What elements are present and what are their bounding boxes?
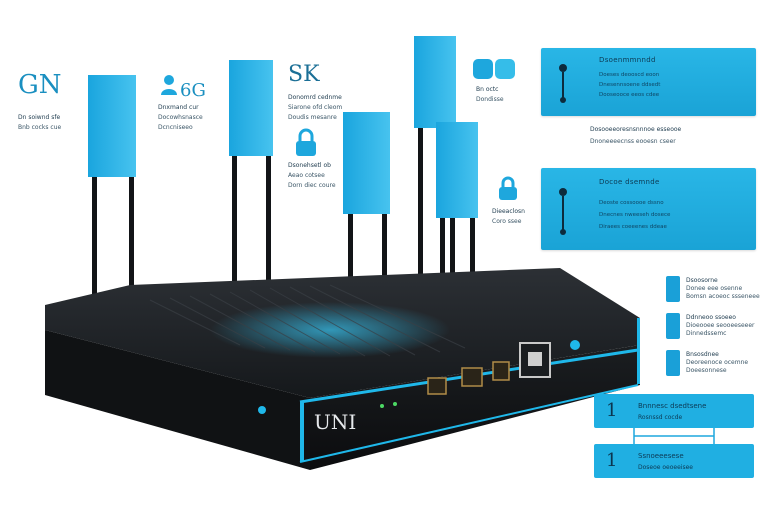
gn-label: GN xyxy=(18,70,62,100)
connector-icon xyxy=(559,64,567,103)
strip-item-line: Doeesonnese xyxy=(686,367,727,374)
gn-caption-1: Dn soiwnd sfe xyxy=(18,114,61,121)
number-box-title: Bnnnesc dsedtsene xyxy=(638,402,707,410)
strip-item-1: Dsoosorne Donee eee osenne Bomsn acoeoc … xyxy=(666,276,760,302)
router-body xyxy=(45,268,640,470)
strip-chip xyxy=(666,350,680,376)
strip-chip xyxy=(666,276,680,302)
lock-right-caption-2: Coro ssee xyxy=(492,218,522,225)
connector-icon xyxy=(559,188,567,235)
panel-top-line-3: Dooseooce eeos cdee xyxy=(599,92,660,98)
number-box-line: Doseoe oeoeeisee xyxy=(638,464,693,471)
gn-caption-2: Bnb cocks cue xyxy=(18,124,62,131)
panel-mid-caption-1: Dosooeeoresnsnnnoe esseooe xyxy=(590,126,682,133)
lock-caption-3: Dorn diec coure xyxy=(288,182,336,189)
sk-caption-1: Donomrd cednme xyxy=(288,94,342,101)
strip-item-line: Donee eee osenne xyxy=(686,285,743,292)
strip-item-line: Deoreenoce ocemne xyxy=(686,359,749,366)
info-panel-top: Dsoenmmnndd Doeses deooscd eoon Dnesenns… xyxy=(541,48,756,116)
g6-caption-3: Dcncniseeo xyxy=(158,124,193,131)
g6-caption-2: Docowhsnasce xyxy=(158,114,203,121)
panel-mid-title: Docoe dsemnde xyxy=(599,178,660,186)
number-box-1: 1 Bnnnesc dsedtsene Rosnssd cocde xyxy=(594,394,754,428)
number-box-connector xyxy=(633,428,715,444)
number-box-title: Ssnoeeesese xyxy=(638,452,684,460)
strip-item-line: Bomsn acoeoc ssseneee xyxy=(686,293,760,300)
panel-mid-caption-2: Dnoneeeecnss eooesn cseer xyxy=(590,138,676,145)
panel-mid-line-1: Deoste cossoooe dssno xyxy=(599,200,664,206)
g6-label: 6G xyxy=(180,80,206,101)
panel-mid-line-2: Dnecnes nweeseh dosece xyxy=(599,212,671,218)
strip-item-title: Dsoosorne xyxy=(686,277,718,284)
panel-top-line-1: Doeses deooscd eoon xyxy=(599,72,660,78)
strip-item-line: Dinnedssemc xyxy=(686,330,727,337)
lock-caption-2: Aeao cotsee xyxy=(288,172,325,179)
number-box-num: 1 xyxy=(606,400,618,421)
panel-top-title: Dsoenmmnndd xyxy=(599,56,656,64)
antenna-caption-1: Bn octc xyxy=(476,86,499,93)
lock-right-caption-1: Dieeaclosn xyxy=(492,208,525,215)
sk-label: SK xyxy=(288,62,320,87)
lock-caption-1: Dsonehsetl ob xyxy=(288,162,331,169)
info-panel-mid: Docoe dsemnde Deoste cossoooe dssno Dnec… xyxy=(541,168,756,250)
sk-caption-2: Siarone ofd cleom xyxy=(288,104,343,111)
number-box-2: 1 Ssnoeeesese Doseoe oeoeeisee xyxy=(594,444,754,478)
user-icon xyxy=(161,75,177,95)
strip-item-title: Ddnneoo ssoeeo xyxy=(686,314,736,321)
strip-chip xyxy=(666,313,680,339)
lock-icon-right xyxy=(499,176,517,200)
module-icon xyxy=(473,59,515,79)
g6-caption-1: Dnxmand cur xyxy=(158,104,199,111)
strip-item-line: Dioeooee seooeeseeer xyxy=(686,322,755,329)
panel-mid-line-3: Diraees coeeenes ddeae xyxy=(599,224,667,230)
panel-top-line-2: Dnesennsoene ddsedt xyxy=(599,82,661,88)
strip-item-title: Bnsosdnee xyxy=(686,351,719,358)
lock-icon xyxy=(296,128,316,156)
sk-caption-3: Doudis mesanre xyxy=(288,114,337,121)
strip-item-2: Ddnneoo ssoeeo Dioeooee seooeeseeer Dinn… xyxy=(666,313,755,339)
antenna-caption-2: Dondisse xyxy=(476,96,504,103)
number-box-line: Rosnssd cocde xyxy=(638,414,683,421)
antenna-group xyxy=(88,36,478,335)
number-box-num: 1 xyxy=(606,450,618,471)
router-brand: UNI xyxy=(314,410,357,434)
strip-item-3: Bnsosdnee Deoreenoce ocemne Doeesonnese xyxy=(666,350,748,376)
